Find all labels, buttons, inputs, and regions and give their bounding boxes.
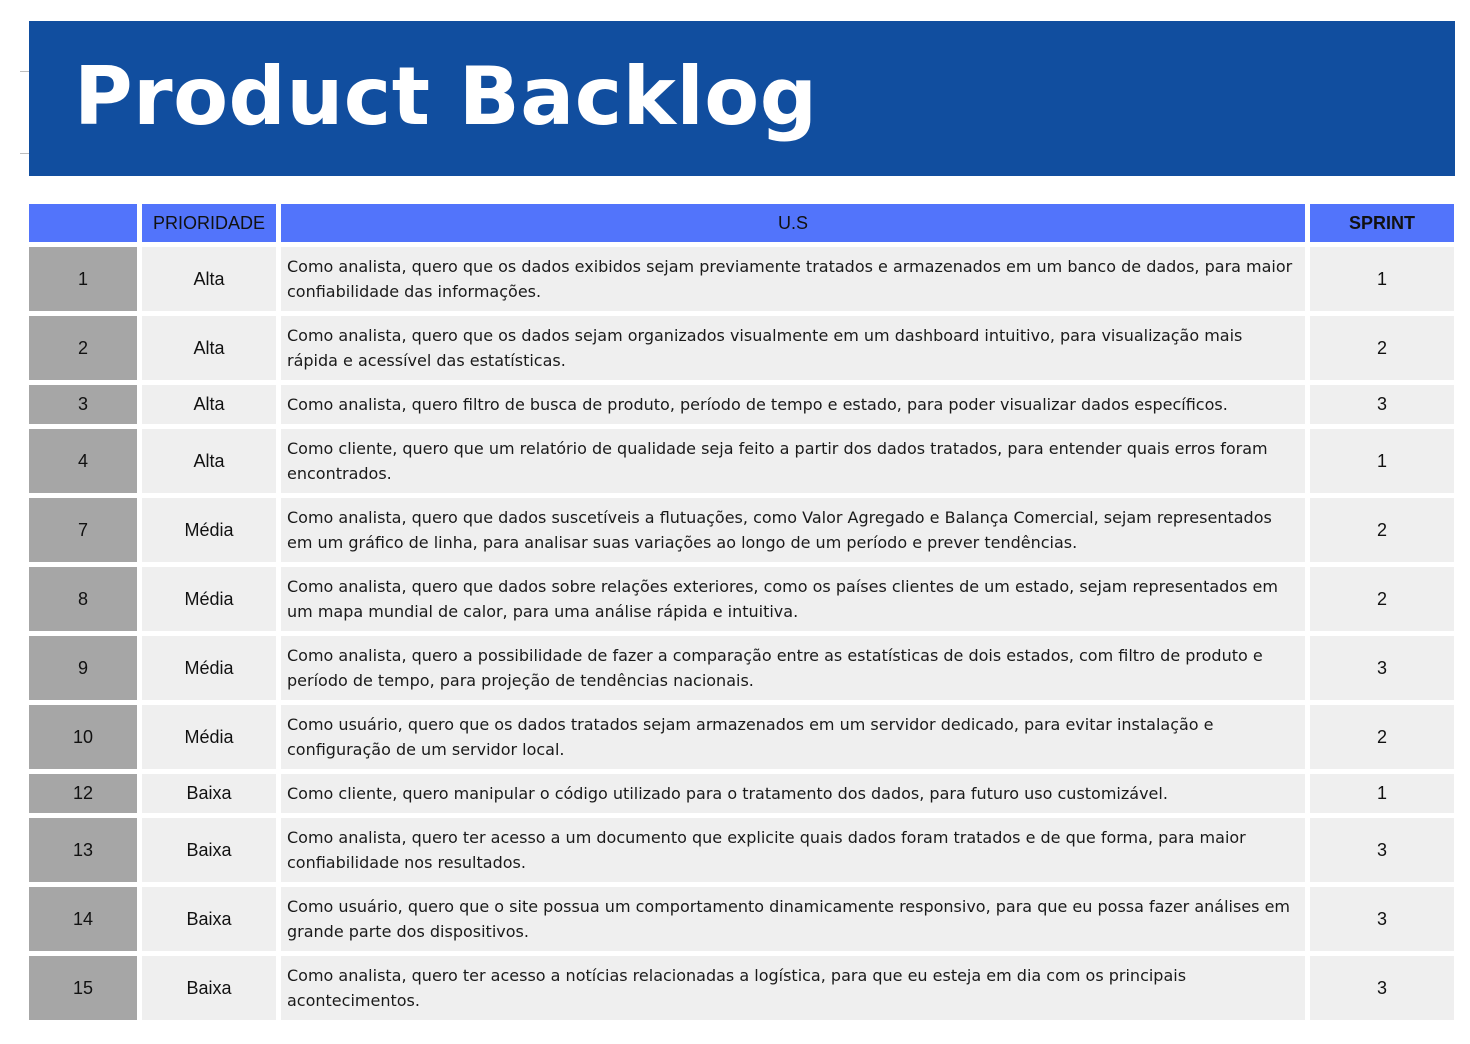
title-banner: Product Backlog [29,21,1455,176]
row-priority: Alta [142,316,276,380]
header-priority: PRIORIDADE [142,204,276,242]
row-priority: Baixa [142,887,276,951]
row-sprint: 1 [1310,774,1454,813]
row-story: Como cliente, quero que um relatório de … [281,429,1305,493]
row-id: 15 [29,956,137,1020]
row-priority: Média [142,498,276,562]
row-id: 10 [29,705,137,769]
row-sprint: 3 [1310,887,1454,951]
header-story: U.S [281,204,1305,242]
row-id: 1 [29,247,137,311]
row-sprint: 3 [1310,385,1454,424]
row-sprint: 2 [1310,567,1454,631]
row-story: Como analista, quero filtro de busca de … [281,385,1305,424]
header-sprint: SPRINT [1310,204,1454,242]
row-id: 4 [29,429,137,493]
row-id: 13 [29,818,137,882]
row-sprint: 3 [1310,636,1454,700]
row-story: Como analista, quero que dados sobre rel… [281,567,1305,631]
row-story: Como usuário, quero que os dados tratado… [281,705,1305,769]
row-story: Como analista, quero que os dados exibid… [281,247,1305,311]
row-priority: Alta [142,247,276,311]
row-id: 3 [29,385,137,424]
row-sprint: 1 [1310,247,1454,311]
row-sprint: 1 [1310,429,1454,493]
row-priority: Média [142,567,276,631]
edge-mark-bottom [20,153,29,154]
row-sprint: 3 [1310,818,1454,882]
row-id: 7 [29,498,137,562]
row-priority: Média [142,636,276,700]
row-story: Como analista, quero que os dados sejam … [281,316,1305,380]
row-id: 8 [29,567,137,631]
row-priority: Alta [142,429,276,493]
row-id: 2 [29,316,137,380]
row-priority: Baixa [142,956,276,1020]
row-sprint: 2 [1310,705,1454,769]
row-sprint: 2 [1310,316,1454,380]
header-id [29,204,137,242]
row-sprint: 3 [1310,956,1454,1020]
page-title: Product Backlog [74,50,818,143]
row-story: Como usuário, quero que o site possua um… [281,887,1305,951]
row-story: Como analista, quero a possibilidade de … [281,636,1305,700]
row-id: 14 [29,887,137,951]
row-priority: Baixa [142,818,276,882]
row-sprint: 2 [1310,498,1454,562]
row-story: Como analista, quero ter acesso a notíci… [281,956,1305,1020]
backlog-table: PRIORIDADE U.S SPRINT 1 Alta Como analis… [29,204,1455,1020]
row-story: Como analista, quero que dados suscetíve… [281,498,1305,562]
row-priority: Baixa [142,774,276,813]
row-story: Como analista, quero ter acesso a um doc… [281,818,1305,882]
row-priority: Alta [142,385,276,424]
row-priority: Média [142,705,276,769]
row-id: 12 [29,774,137,813]
row-story: Como cliente, quero manipular o código u… [281,774,1305,813]
row-id: 9 [29,636,137,700]
edge-mark-top [20,71,29,72]
